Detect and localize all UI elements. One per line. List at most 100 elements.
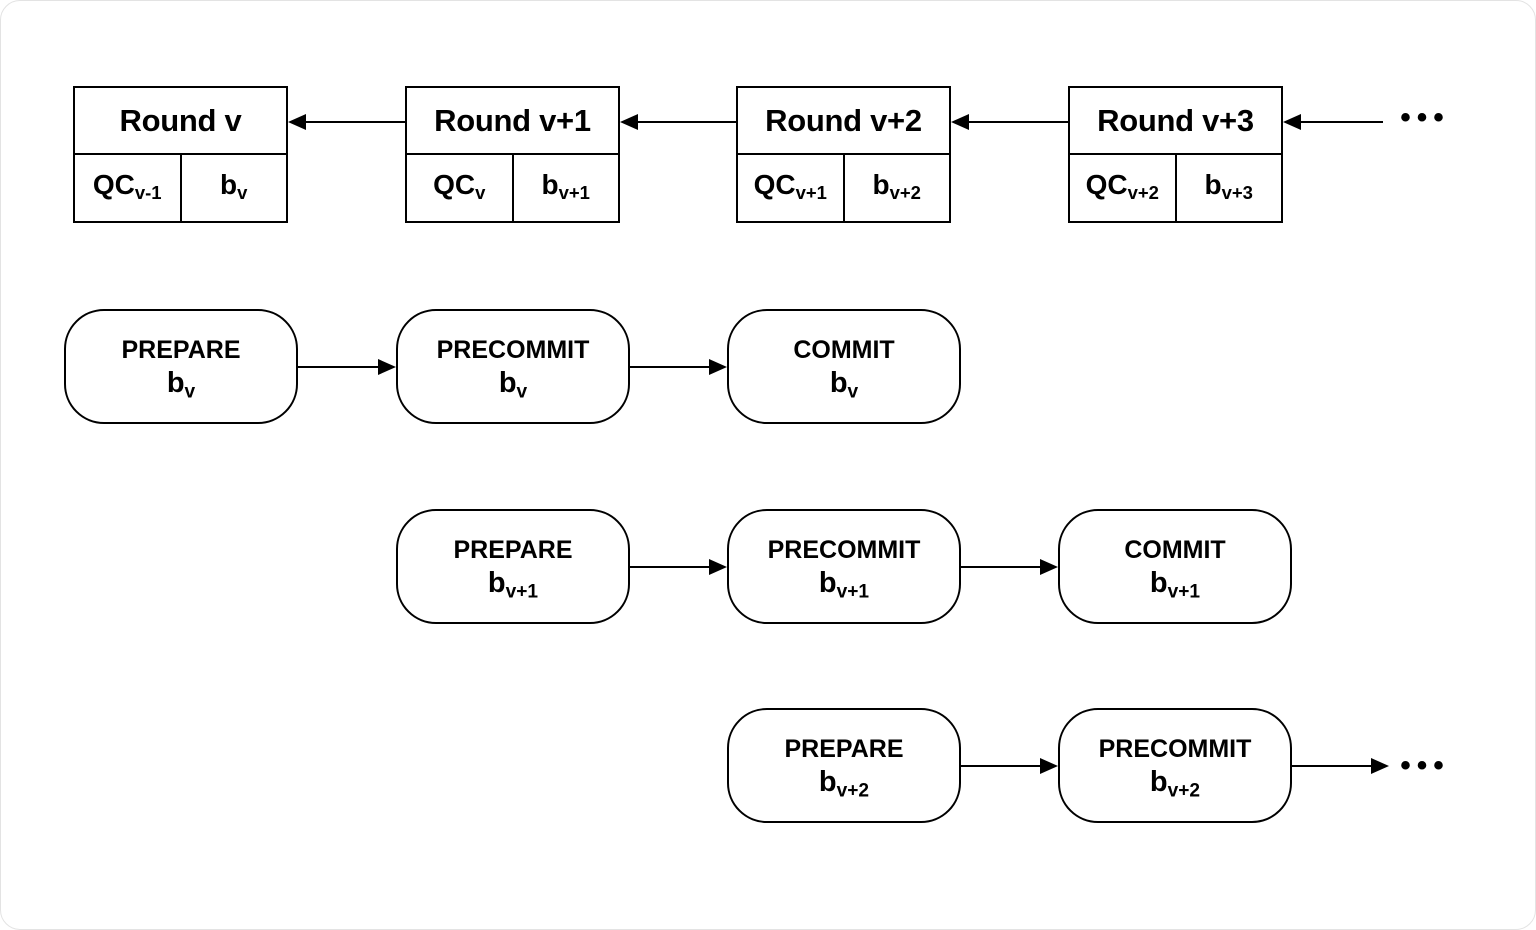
block-main: b <box>1149 765 1168 798</box>
round-cells: QCv+2 bv+3 <box>1070 155 1281 221</box>
arrowhead-icon <box>709 559 727 575</box>
block-main: b <box>1149 566 1168 599</box>
block-sub: v <box>237 182 248 204</box>
block-sub: v+2 <box>889 182 921 204</box>
block-sub: v <box>184 380 196 402</box>
phase-pill-commit-v: COMMIT bv <box>727 309 961 424</box>
block-label: bv <box>166 366 196 402</box>
qc-sub: v <box>475 182 486 204</box>
block-sub: v <box>516 380 528 402</box>
arrow-line <box>961 565 1044 569</box>
arrow-line <box>1292 764 1375 768</box>
block-label: bv+1 <box>818 566 870 602</box>
round-title: Round v <box>75 88 286 155</box>
round-cells: QCv bv+1 <box>407 155 618 221</box>
arrowhead-icon <box>1040 559 1058 575</box>
qc-main: QC <box>433 169 476 200</box>
phase-label: PRECOMMIT <box>767 535 921 564</box>
block-sub: v+1 <box>505 580 539 602</box>
block-label: bv+2 <box>1149 765 1201 801</box>
arrowhead-icon <box>620 114 638 130</box>
block-main: b <box>220 169 238 200</box>
qc-label: QCv+1 <box>753 169 827 204</box>
phase-pill-precommit-v1: PRECOMMIT bv+1 <box>727 509 961 624</box>
block-label: bv <box>220 169 248 204</box>
phase-label: PRECOMMIT <box>436 335 590 364</box>
arrow-line <box>634 120 736 124</box>
block-cell: bv <box>182 155 287 221</box>
arrowhead-icon <box>1283 114 1301 130</box>
arrowhead-icon <box>709 359 727 375</box>
arrowhead-icon <box>1040 758 1058 774</box>
phase-label: PREPARE <box>784 734 904 763</box>
block-sub: v+1 <box>558 182 590 204</box>
block-cell: bv+2 <box>845 155 950 221</box>
round-box-v: Round v QCv-1 bv <box>73 86 288 223</box>
arrow-line <box>302 120 405 124</box>
block-main: b <box>1204 169 1222 200</box>
block-sub: v+1 <box>1167 580 1201 602</box>
block-label: bv+1 <box>1149 566 1201 602</box>
phase-pill-precommit-v: PRECOMMIT bv <box>396 309 630 424</box>
phase-arrow-icon <box>1292 758 1389 774</box>
block-main: b <box>872 169 890 200</box>
block-main: b <box>487 566 506 599</box>
arrowhead-icon <box>951 114 969 130</box>
phase-pill-prepare-v: PREPARE bv <box>64 309 298 424</box>
arrow-line <box>630 365 713 369</box>
block-sub: v <box>847 380 859 402</box>
block-main: b <box>498 366 517 399</box>
qc-main: QC <box>1085 169 1128 200</box>
block-sub: v+2 <box>836 779 870 801</box>
chain-arrow-icon <box>288 114 405 130</box>
phase-label: PREPARE <box>453 535 573 564</box>
block-cell: bv+1 <box>514 155 619 221</box>
chain-arrow-icon <box>1283 114 1383 130</box>
phase-label: COMMIT <box>1124 535 1226 564</box>
qc-cell: QCv-1 <box>75 155 182 221</box>
block-main: b <box>541 169 559 200</box>
block-sub: v+3 <box>1221 182 1253 204</box>
qc-sub: v+2 <box>1127 182 1159 204</box>
block-label: bv+2 <box>818 765 870 801</box>
block-label: bv+1 <box>541 169 590 204</box>
phase-ellipsis: ••• <box>1400 749 1450 782</box>
phase-label: PRECOMMIT <box>1098 734 1252 763</box>
qc-main: QC <box>753 169 796 200</box>
round-cells: QCv+1 bv+2 <box>738 155 949 221</box>
round-title: Round v+3 <box>1070 88 1281 155</box>
phase-arrow-icon <box>298 359 396 375</box>
arrow-line <box>630 565 713 569</box>
phase-label: PREPARE <box>121 335 241 364</box>
qc-label: QCv+2 <box>1085 169 1159 204</box>
round-title: Round v+1 <box>407 88 618 155</box>
phase-pill-prepare-v1: PREPARE bv+1 <box>396 509 630 624</box>
arrowhead-icon <box>1371 758 1389 774</box>
block-label: bv+2 <box>872 169 921 204</box>
round-box-v3: Round v+3 QCv+2 bv+3 <box>1068 86 1283 223</box>
block-main: b <box>818 765 837 798</box>
arrowhead-icon <box>378 359 396 375</box>
qc-sub: v-1 <box>134 182 162 204</box>
qc-main: QC <box>92 169 135 200</box>
qc-sub: v+1 <box>795 182 827 204</box>
qc-cell: QCv+2 <box>1070 155 1177 221</box>
phase-pill-precommit-v2: PRECOMMIT bv+2 <box>1058 708 1292 823</box>
qc-cell: QCv <box>407 155 514 221</box>
block-sub: v+1 <box>836 580 870 602</box>
block-main: b <box>818 566 837 599</box>
block-label: bv <box>498 366 528 402</box>
arrow-line <box>1297 120 1383 124</box>
phase-arrow-icon <box>630 359 727 375</box>
block-main: b <box>166 366 185 399</box>
block-sub: v+2 <box>1167 779 1201 801</box>
round-title: Round v+2 <box>738 88 949 155</box>
block-label: bv+1 <box>487 566 539 602</box>
qc-cell: QCv+1 <box>738 155 845 221</box>
qc-label: QCv <box>433 169 486 204</box>
chain-ellipsis: ••• <box>1400 101 1450 134</box>
phase-pill-commit-v1: COMMIT bv+1 <box>1058 509 1292 624</box>
block-cell: bv+3 <box>1177 155 1282 221</box>
chain-arrow-icon <box>620 114 736 130</box>
